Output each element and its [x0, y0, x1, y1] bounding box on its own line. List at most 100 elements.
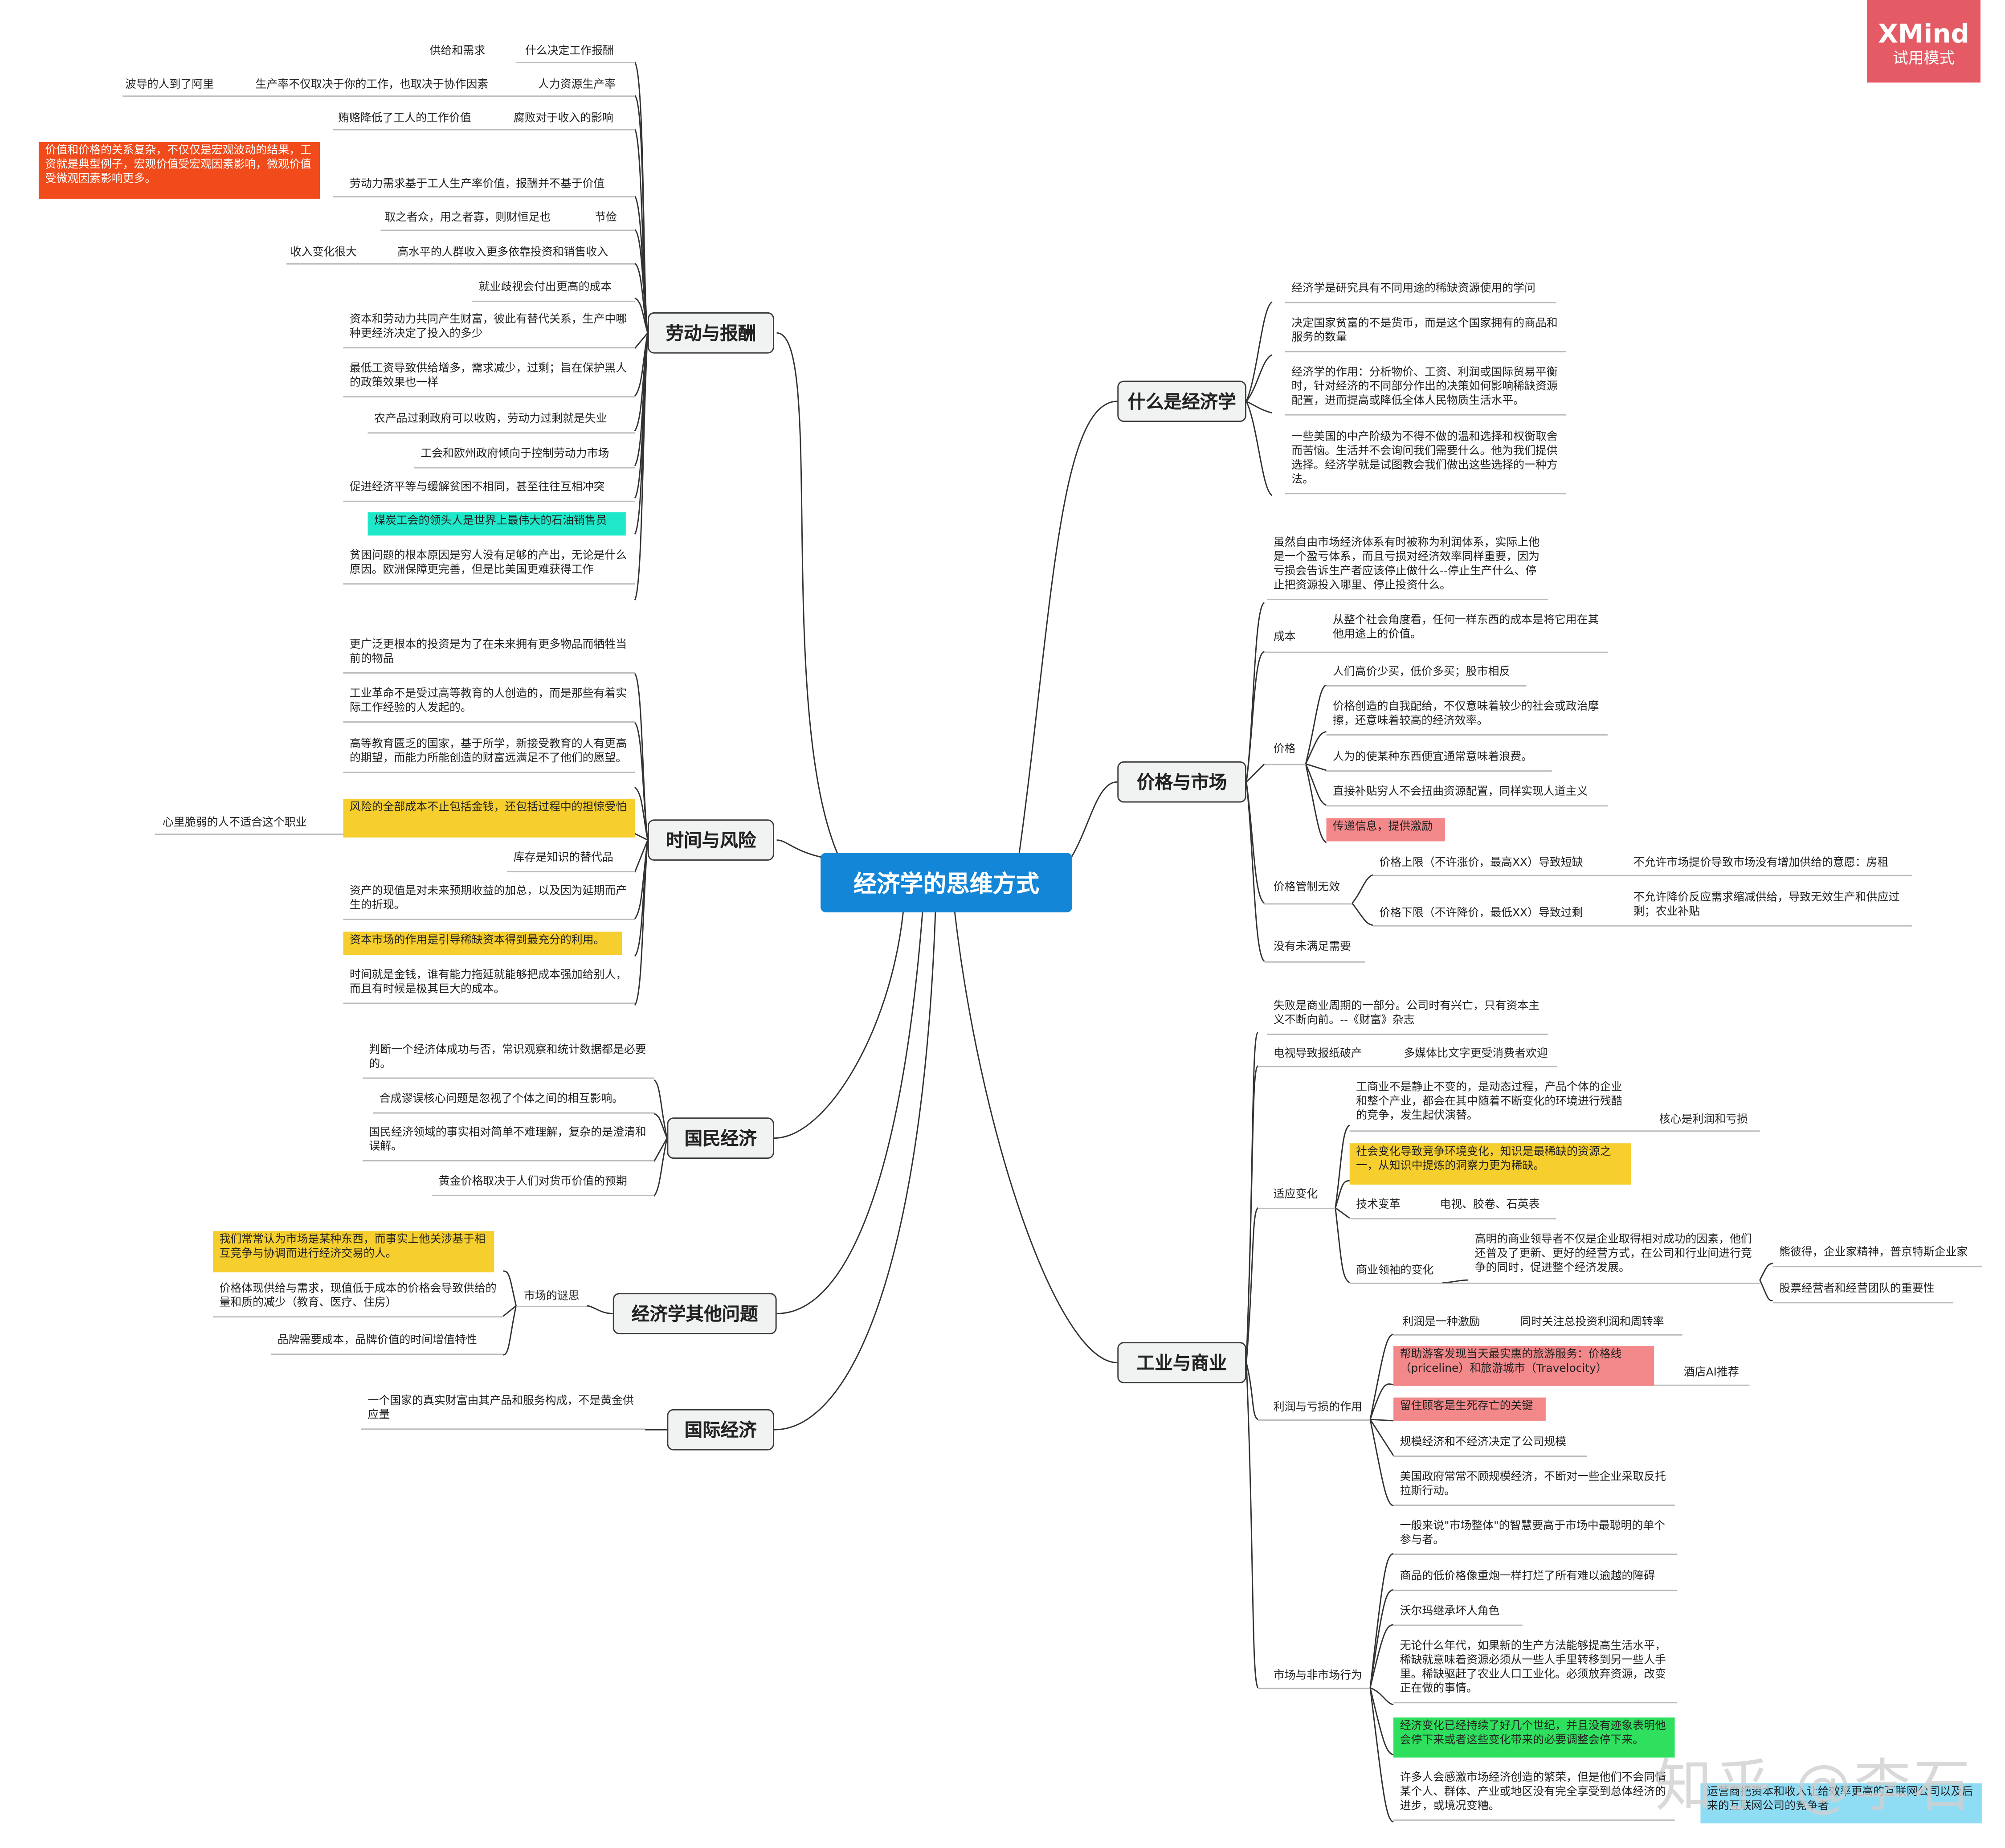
- branch-price-market[interactable]: 价格与市场: [1117, 761, 1246, 803]
- topic-coal-union[interactable]: 煤炭工会的领头人是世界上最伟大的石油销售员: [368, 512, 626, 536]
- branch-national-economy[interactable]: 国民经济: [667, 1117, 774, 1159]
- watermark: 知乎 @李石: [1655, 1754, 1973, 1819]
- topic-bribe[interactable]: 贿赂降低了工人的工作价值: [338, 112, 471, 125]
- topic-market-myth[interactable]: 市场的谜思: [523, 1290, 580, 1304]
- topic-dynamic-competition[interactable]: 工商业不是静止不变的，是动态过程，产品个体的企业和整个产业，都会在其中随着不断变…: [1356, 1081, 1622, 1123]
- xmind-trial-badge: XMind 试用模式: [1867, 0, 1980, 83]
- branch-what-is-economics[interactable]: 什么是经济学: [1117, 380, 1246, 422]
- topic-hotel-ai[interactable]: 酒店AI推荐: [1683, 1366, 1739, 1380]
- topic-min-wage[interactable]: 最低工资导致供给增多，需求减少，过剩；旨在保护黑人的政策效果也一样: [343, 360, 635, 398]
- topic-present-value[interactable]: 资产的现值是对未来预期收益的加总，以及因为延期而产生的折现。: [343, 883, 635, 920]
- topic-scale-economy[interactable]: 规模经济和不经济决定了公司规模: [1393, 1434, 1587, 1457]
- topic-priceline[interactable]: 帮助游客发现当天最实惠的旅游服务：价格线（priceline）和旅游城市（Tra…: [1393, 1345, 1654, 1386]
- topic-productivity-coop[interactable]: 生产率不仅取决于你的工作，也取决于协作因素: [255, 78, 489, 92]
- topic-labor-demand[interactable]: 劳动力需求基于工人生产率价值，报酬并不基于价值: [349, 178, 605, 191]
- branch-international[interactable]: 国际经济: [667, 1409, 774, 1451]
- topic-value-price-note[interactable]: 价值和价格的关系复杂，不仅仅是宏观波动的结果，工资就是典型例子，宏观价值受宏观因…: [38, 142, 320, 199]
- topic-higher-education[interactable]: 高等教育匮乏的国家，基于所学，新接受教育的人有更高的期望，而能力所能创造的财富远…: [343, 736, 635, 773]
- topic-price-ceiling[interactable]: 价格上限（不许涨价，最高XX）导致短缺: [1379, 857, 1583, 870]
- topic-time-money[interactable]: 时间就是金钱，谁有能力拖延就能够把成本强加给别人，而且有时候是极其巨大的成本。: [343, 966, 635, 1004]
- topic-walmart[interactable]: 沃尔玛继承坏人角色: [1393, 1603, 1523, 1626]
- topic-scarcity-transfer[interactable]: 无论什么年代，如果新的生产方法能够提高生活水平，稀缺就意味着资源必须从一些人手里…: [1393, 1638, 1678, 1704]
- topic-middle-class-choices[interactable]: 一些美国的中产阶级为不得不做的温和选择和权衡取舍而苦恼。生活并不会询问我们需要什…: [1285, 429, 1567, 495]
- topic-fallacy-composition[interactable]: 合成谬误核心问题是忽视了个体之间的相互影响。: [373, 1090, 654, 1114]
- branch-industry-commerce[interactable]: 工业与商业: [1117, 1342, 1246, 1383]
- topic-real-wealth[interactable]: 一个国家的真实财富由其产品和服务构成，不是黄金供应量: [361, 1392, 645, 1430]
- topic-thrift[interactable]: 节俭: [595, 212, 617, 225]
- topic-floor-effect[interactable]: 不允许降价反应需求缩减供给，导致无效生产和供应过剩；农业补贴: [1633, 891, 1900, 919]
- topic-turnover[interactable]: 同时关注总投资利润和周转率: [1519, 1316, 1664, 1329]
- topic-market-people[interactable]: 我们常常认为市场是某种东西，而事实上他关涉基于相互竞争与协调而进行经济交易的人。: [212, 1231, 494, 1272]
- badge-title: XMind: [1878, 18, 1969, 49]
- topic-signal-incentive[interactable]: 传递信息，提供激励: [1326, 818, 1445, 842]
- branch-time-risk[interactable]: 时间与风险: [647, 819, 774, 861]
- topic-self-rationing[interactable]: 价格创造的自我配给，不仅意味着较少的社会或政治摩擦，还意味着较高的经济效率。: [1326, 698, 1608, 736]
- topic-tech-examples[interactable]: 电视、胶卷、石英表: [1440, 1198, 1540, 1212]
- topic-hr-productivity[interactable]: 人力资源生产率: [538, 78, 616, 92]
- topic-tv-newspaper[interactable]: 电视导致报纸破产: [1273, 1047, 1362, 1061]
- topic-adapt-change[interactable]: 适应变化: [1273, 1188, 1318, 1202]
- topic-bird-alibaba[interactable]: 波导的人到了阿里: [125, 78, 214, 92]
- topic-leader-role[interactable]: 高明的商业领导者不仅是企业取得相对成功的因素，他们还普及了更新、更好的经营方式，…: [1474, 1233, 1752, 1275]
- branch-labor[interactable]: 劳动与报酬: [647, 312, 774, 354]
- topic-gold-price[interactable]: 黄金价格取决于人们对货币价值的预期: [432, 1173, 654, 1196]
- topic-retain-customers[interactable]: 留住顾客是生死存亡的关键: [1393, 1397, 1546, 1421]
- topic-no-unmet-needs[interactable]: 没有未满足需要: [1273, 940, 1352, 954]
- topic-investment-sacrifice[interactable]: 更广泛更根本的投资是为了在未来拥有更多物品而牺牲当前的物品: [343, 636, 635, 674]
- topic-ceiling-effect[interactable]: 不允许市场提价导致市场没有增加供给的意愿：房租: [1633, 857, 1889, 870]
- topic-national-facts[interactable]: 国民经济领域的事实相对简单不难理解，复杂的是澄清和误解。: [362, 1124, 654, 1161]
- topic-business-leaders[interactable]: 商业领袖的变化: [1356, 1264, 1434, 1278]
- topic-economics-definition[interactable]: 经济学是研究具有不同用途的稀缺资源使用的学问: [1285, 280, 1556, 303]
- topic-corruption[interactable]: 腐败对于收入的影响: [513, 112, 613, 125]
- topic-role-of-economics[interactable]: 经济学的作用：分析物价、工资、利润或国际贸易平衡时，针对经济的不同部分作出的决策…: [1285, 364, 1567, 416]
- topic-inventory[interactable]: 库存是知识的替代品: [507, 849, 635, 872]
- topic-multimedia[interactable]: 多媒体比文字更受消费者欢迎: [1404, 1047, 1548, 1061]
- topic-carrier-internet[interactable]: 运营商把资本和收入让给效率更高的互联网公司以及后来的互联网公司的竞争者: [1700, 1783, 1982, 1823]
- topic-profit-loss-system[interactable]: 虽然自由市场经济体系有时被称为利润体系，实际上他是一个盈亏体系，而且亏损对经济效…: [1267, 534, 1548, 600]
- topic-capital-labor[interactable]: 资本和劳动力共同产生财富，彼此有替代关系，生产中哪种更经济决定了投入的多少: [343, 311, 635, 349]
- topic-equality-poverty[interactable]: 促进经济平等与缓解贫困不相同，甚至往往互相冲突: [343, 479, 635, 502]
- topic-profit-loss-role[interactable]: 利润与亏损的作用: [1273, 1401, 1362, 1415]
- topic-low-price-cannon[interactable]: 商品的低价格像重炮一样打烂了所有难以逾越的障碍: [1393, 1568, 1678, 1591]
- topic-surplus[interactable]: 农产品过剩政府可以收购，劳动力过剩就是失业: [368, 410, 635, 434]
- topic-income-varies[interactable]: 收入变化很大: [290, 246, 357, 260]
- topic-discrimination[interactable]: 就业歧视会付出更高的成本: [472, 279, 635, 302]
- topic-price-control[interactable]: 价格管制无效: [1273, 881, 1340, 895]
- topic-poverty-root[interactable]: 贫困问题的根本原因是穷人没有足够的产出，无论是什么原因。欧洲保障更完善，但是比美…: [343, 547, 635, 585]
- topic-knowledge-scarce[interactable]: 社会变化导致竞争环境变化，知识是最稀缺的资源之一，从知识中提炼的洞察力更为稀缺。: [1349, 1143, 1631, 1185]
- topic-price-supply[interactable]: 价格体现供给与需求，现值低于成本的价格会导致供给的量和质的减少（教育、医疗、住房…: [212, 1280, 503, 1318]
- topic-price[interactable]: 价格: [1273, 743, 1296, 756]
- topic-brand-cost[interactable]: 品牌需要成本，品牌价值的时间增值特性: [271, 1332, 503, 1355]
- topic-management-team[interactable]: 股票经营者和经营团队的重要性: [1772, 1280, 1954, 1304]
- topic-capital-market[interactable]: 资本市场的作用是引导稀缺资本得到最充分的利用。: [343, 932, 622, 955]
- topic-fragile-people[interactable]: 心里脆弱的人不适合这个职业: [162, 817, 307, 830]
- topic-thrift-quote[interactable]: 取之者众，用之者寡，则财恒足也: [384, 212, 551, 225]
- topic-price-demand[interactable]: 人们高价少买，低价多买；股市相反: [1326, 663, 1527, 687]
- topic-prosperity-sympathy[interactable]: 许多人会感激市场经济创造的繁荣，但是他们不会同情某个人、群体、产业或地区没有完全…: [1393, 1769, 1675, 1821]
- topic-unions[interactable]: 工会和欧州政府倾向于控制劳动力市场: [414, 445, 635, 469]
- topic-direct-subsidy[interactable]: 直接补贴穷人不会扭曲资源配置，同样实现人道主义: [1326, 783, 1608, 807]
- topic-antitrust[interactable]: 美国政府常常不顾规模经济，不断对一些企业采取反托拉斯行动。: [1393, 1468, 1675, 1506]
- topic-tech-change[interactable]: 技术变革: [1356, 1198, 1401, 1212]
- topic-wealth-not-money[interactable]: 决定国家贫富的不是货币，而是这个国家拥有的商品和服务的数量: [1285, 315, 1567, 352]
- topic-cost-definition[interactable]: 从整个社会角度看，任何一样东西的成本是将它用在其他用途上的价值。: [1332, 614, 1599, 642]
- topic-risk-cost[interactable]: 风险的全部成本不止包括金钱，还包括过程中的担惊受怕: [343, 798, 635, 838]
- topic-profit-incentive[interactable]: 利润是一种激励: [1402, 1316, 1480, 1329]
- topic-schumpeter[interactable]: 熊彼得，企业家精神，普京特斯企业家: [1772, 1244, 1982, 1267]
- central-topic[interactable]: 经济学的思维方式: [821, 853, 1072, 912]
- branch-other-issues[interactable]: 经济学其他问题: [613, 1293, 777, 1334]
- topic-judge-economy[interactable]: 判断一个经济体成功与否，常识观察和统计数据都是必要的。: [362, 1041, 654, 1079]
- topic-artificial-cheap[interactable]: 人为的使某种东西便宜通常意味着浪费。: [1326, 748, 1552, 772]
- topic-labor-pay[interactable]: 什么决定工作报酬: [525, 45, 614, 58]
- topic-continuous-change[interactable]: 经济变化已经持续了好几个世纪，并且没有迹象表明他会停下来或者这些变化带来的必要调…: [1393, 1717, 1675, 1758]
- topic-failure-cycle[interactable]: 失败是商业周期的一部分。公司时有兴亡，只有资本主义不断向前。--《财富》杂志: [1267, 998, 1548, 1035]
- topic-investment-income[interactable]: 高水平的人群收入更多依靠投资和销售收入: [397, 246, 608, 260]
- topic-cost[interactable]: 成本: [1273, 631, 1296, 644]
- topic-industrial-revolution[interactable]: 工业革命不是受过高等教育的人创造的，而是那些有着实际工作经验的人发起的。: [343, 685, 635, 723]
- topic-profit-core[interactable]: 核心是利润和亏损: [1659, 1113, 1748, 1127]
- topic-supply-demand[interactable]: 供给和需求: [429, 45, 486, 58]
- topic-price-floor[interactable]: 价格下限（不许降价，最低XX）导致过剩: [1379, 907, 1583, 920]
- topic-market-behavior[interactable]: 市场与非市场行为: [1273, 1669, 1362, 1683]
- topic-market-wisdom[interactable]: 一般来说"市场整体"的智慧要高于市场中最聪明的单个参与者。: [1393, 1517, 1678, 1555]
